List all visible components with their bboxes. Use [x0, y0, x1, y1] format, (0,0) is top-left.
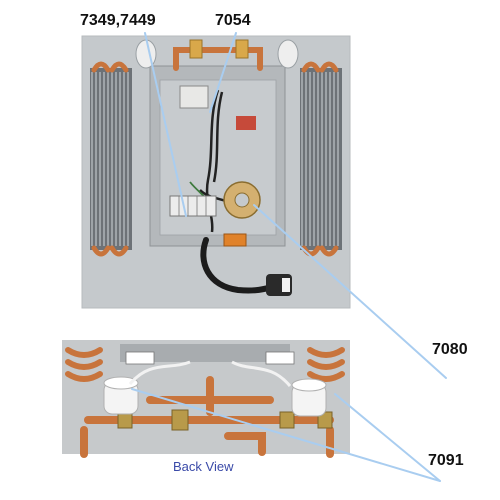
- leader-line-7091-left: [131, 388, 441, 482]
- leader-line-7080: [253, 204, 447, 379]
- leader-lines: [131, 32, 447, 482]
- actuator-left: [103, 376, 139, 415]
- orange-connector: [223, 233, 247, 247]
- bottom-photo: [62, 340, 350, 458]
- callout-7054: 7054: [215, 12, 251, 29]
- leader-line-7054: [209, 32, 237, 113]
- callout-7091: 7091: [428, 452, 464, 469]
- leader-line-7091-right: [334, 393, 441, 482]
- brass-fittings: [117, 409, 333, 431]
- actuator-right: [291, 378, 327, 417]
- toroid-transformer: [223, 181, 261, 219]
- left-coil: [90, 61, 132, 257]
- callout-7080: 7080: [432, 341, 468, 358]
- leader-line-7349-7449: [144, 32, 187, 217]
- label-sticker: [236, 116, 256, 130]
- terminal-strip: [169, 195, 217, 217]
- zone-b-label: [125, 351, 155, 365]
- callout-7349-7449: 7349,7449: [80, 12, 156, 29]
- top-photo: [81, 35, 351, 309]
- power-cable: [200, 237, 292, 296]
- right-coil: [300, 61, 342, 257]
- zone-a-label: [265, 351, 295, 365]
- relay-box: [179, 85, 209, 109]
- back-view-caption: Back View: [173, 459, 234, 474]
